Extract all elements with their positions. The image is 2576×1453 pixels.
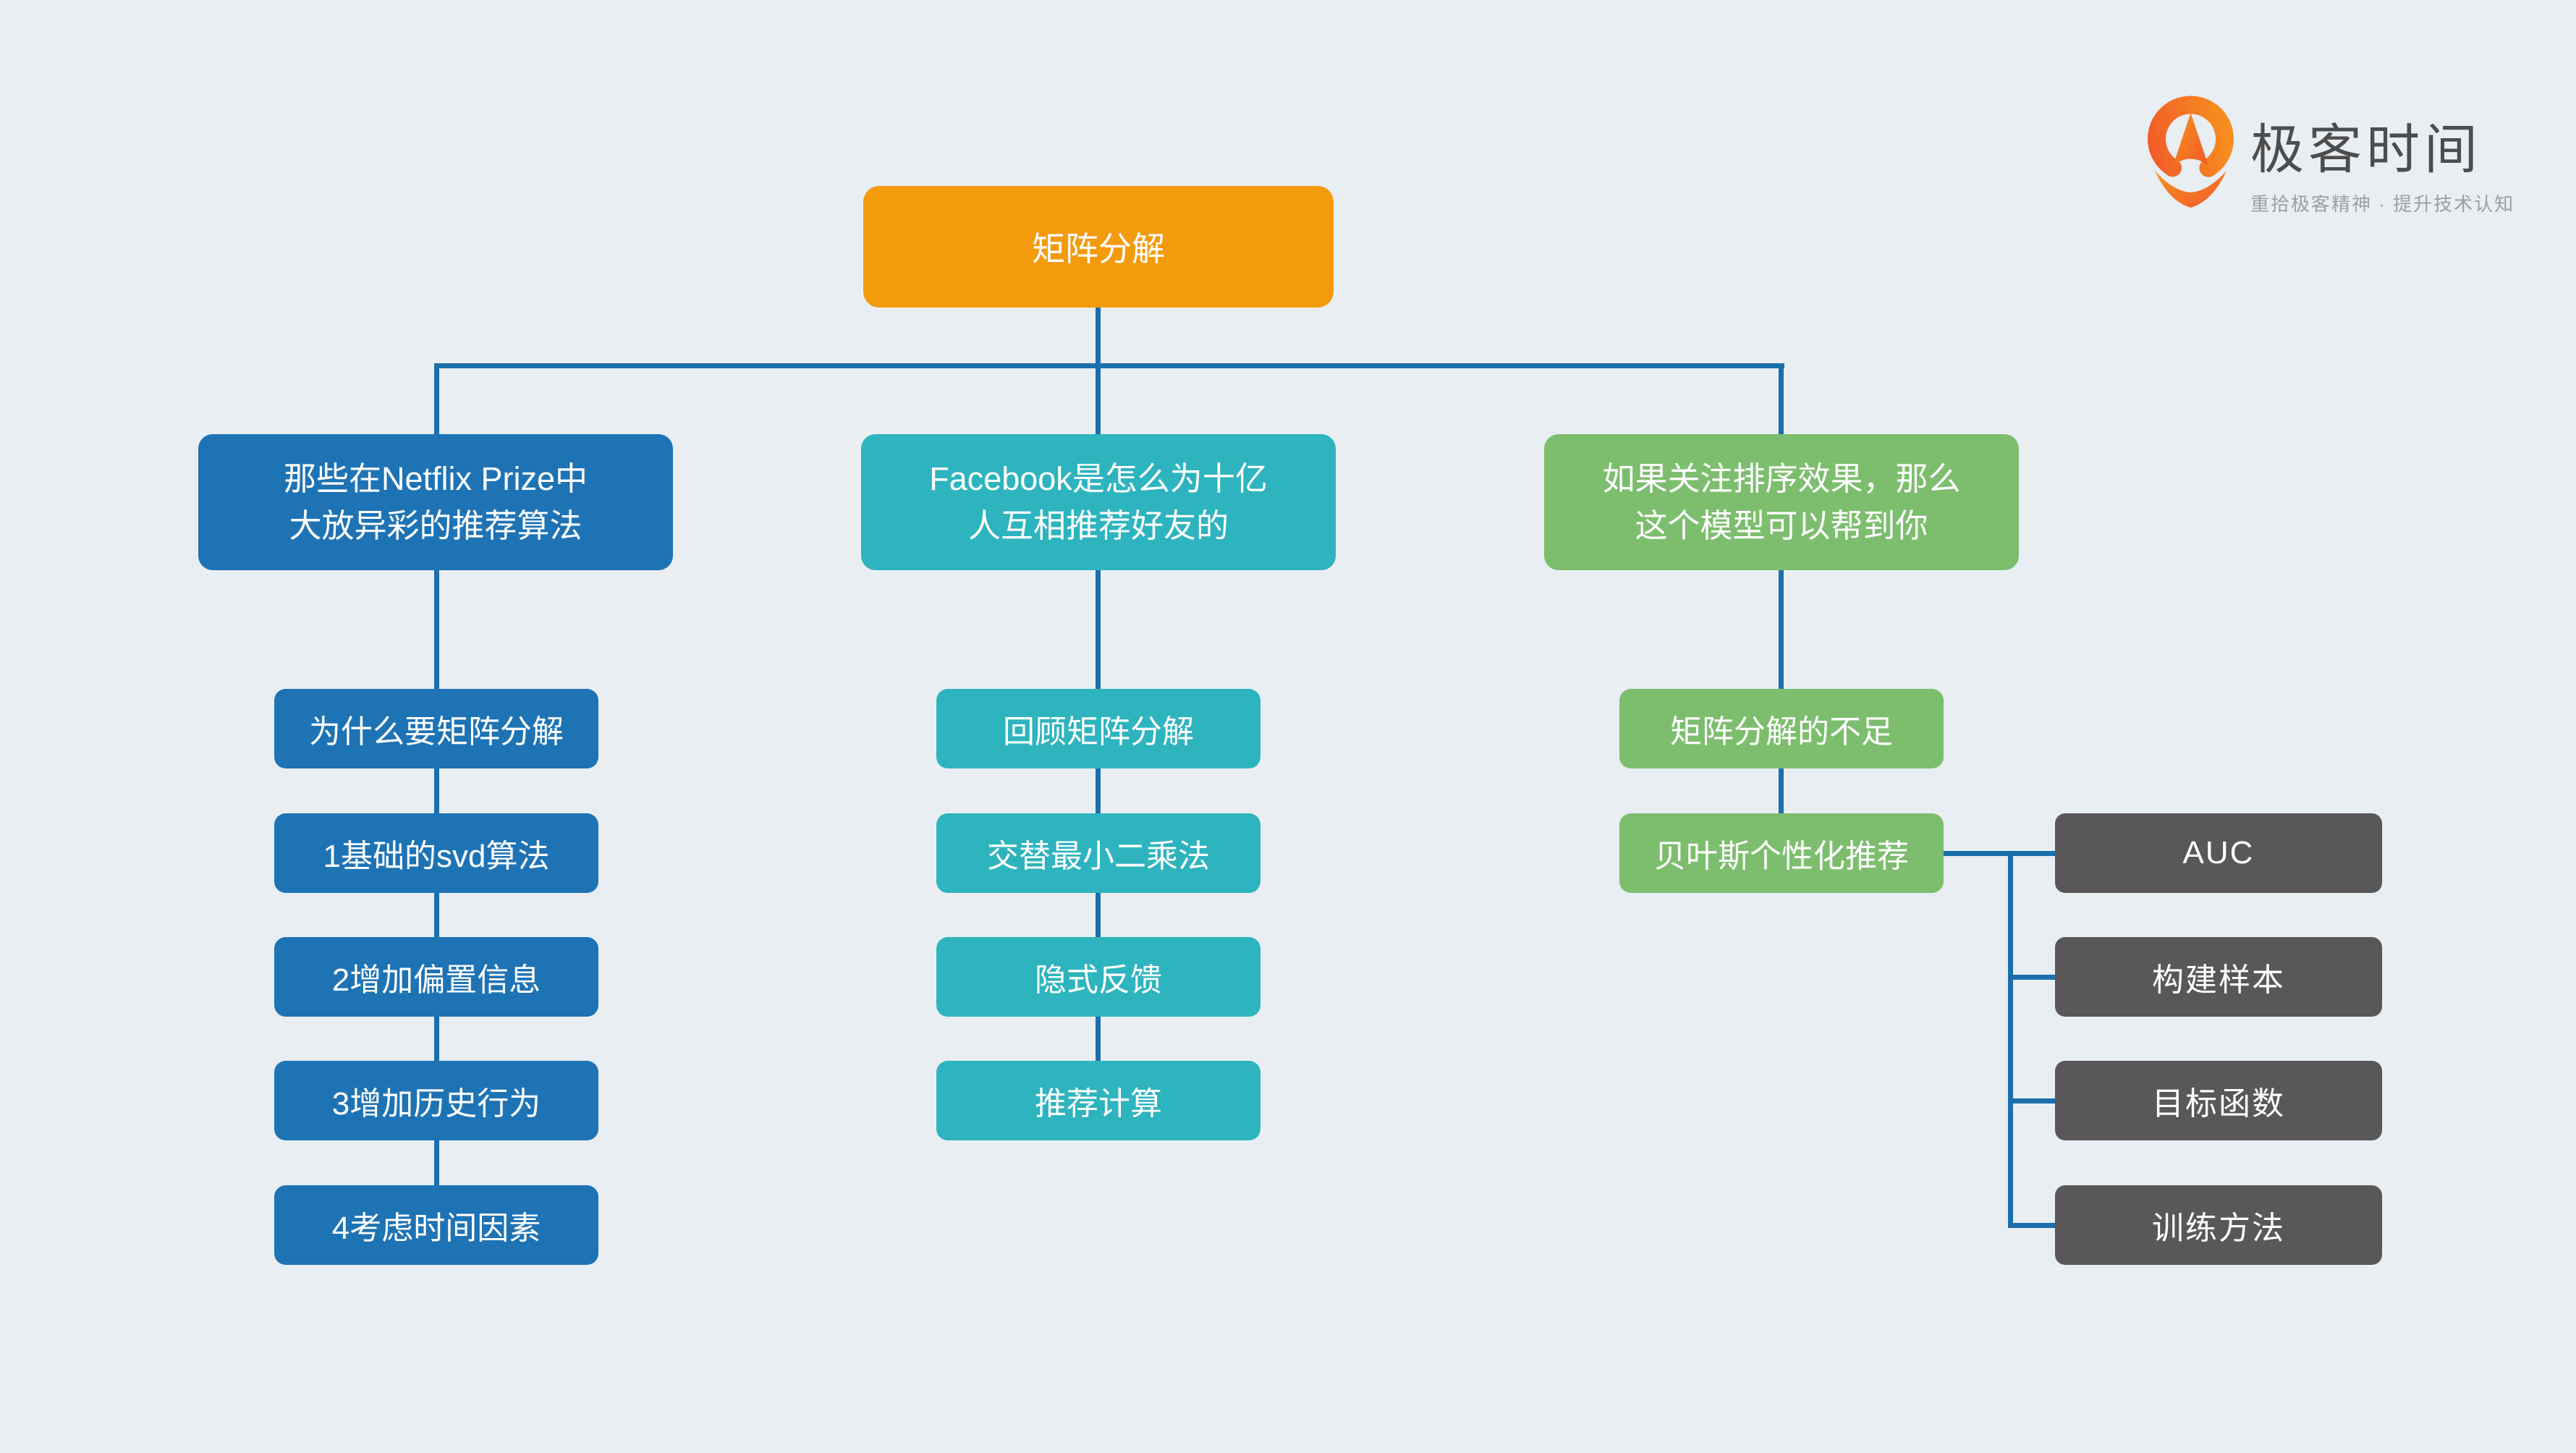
node-netflix-branch-header[interactable]: 那些在Netflix Prize中 大放异彩的推荐算法 [198, 434, 673, 570]
node-objective-function[interactable]: 目标函数 [2055, 1061, 2382, 1140]
node-recommend-compute[interactable]: 推荐计算 [936, 1061, 1261, 1140]
node-review-matrix-factorization[interactable]: 回顾矩阵分解 [936, 689, 1261, 768]
connector-bpr-link [1944, 851, 2013, 856]
connector-sub-stub-3 [2008, 1098, 2057, 1103]
connector-root-trunk [1096, 308, 1101, 365]
connector-sub-stub-4 [2008, 1223, 2057, 1228]
connector-trunk-horizontal [434, 363, 1784, 368]
geektime-logo: 极客时间 重拾极客精神 · 提升技术认知 [2144, 94, 2514, 216]
node-ranking-branch-header[interactable]: 如果关注排序效果，那么 这个模型可以帮到你 [1544, 434, 2019, 570]
node-time-factor[interactable]: 4考虑时间因素 [274, 1185, 598, 1265]
node-mf-shortcomings[interactable]: 矩阵分解的不足 [1619, 689, 1944, 768]
logo-title: 极客时间 [2250, 119, 2482, 179]
node-training-method[interactable]: 训练方法 [2055, 1185, 2382, 1265]
geektime-pin-icon [2148, 96, 2234, 208]
node-build-samples[interactable]: 构建样本 [2055, 937, 2382, 1017]
node-auc[interactable]: AUC [2055, 813, 2382, 893]
node-bayesian-personalized-ranking[interactable]: 贝叶斯个性化推荐 [1619, 813, 1944, 893]
node-facebook-branch-header[interactable]: Facebook是怎么为十亿 人互相推荐好友的 [861, 434, 1336, 570]
connector-branch3-drop [1779, 363, 1784, 436]
connector-sub-stub-1 [2008, 851, 2057, 856]
logo-tagline: 重拾极客精神 · 提升技术认知 [2250, 193, 2515, 215]
logo-text-block: 极客时间 重拾极客精神 · 提升技术认知 [2250, 94, 2514, 216]
node-implicit-feedback[interactable]: 隐式反馈 [936, 937, 1261, 1017]
connector-sub-stub-2 [2008, 975, 2057, 980]
connector-sub-spine [2008, 851, 2013, 1228]
node-why-matrix-factorization[interactable]: 为什么要矩阵分解 [274, 689, 598, 768]
node-add-bias[interactable]: 2增加偏置信息 [274, 937, 598, 1017]
connector-branch1-spine [434, 569, 439, 1226]
node-matrix-factorization-root[interactable]: 矩阵分解 [863, 186, 1334, 308]
node-alternating-least-squares[interactable]: 交替最小二乘法 [936, 813, 1261, 893]
node-basic-svd[interactable]: 1基础的svd算法 [274, 813, 598, 893]
connector-branch1-drop [434, 363, 439, 436]
connector-branch2-drop [1096, 363, 1101, 436]
node-add-history[interactable]: 3增加历史行为 [274, 1061, 598, 1140]
